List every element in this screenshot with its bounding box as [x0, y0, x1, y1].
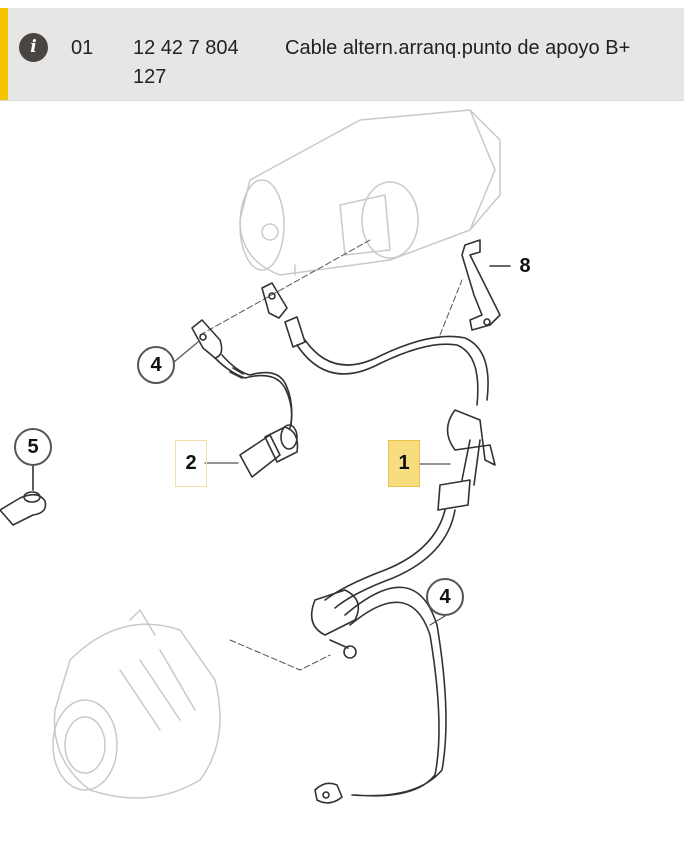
bracket-drawing	[461, 239, 511, 331]
starter-motor-drawing	[239, 109, 501, 276]
callout-4-lower[interactable]: 4	[426, 578, 464, 616]
selection-accent-bar	[0, 8, 8, 100]
callout-8[interactable]: 8	[519, 255, 531, 277]
part-position: 01	[71, 37, 94, 59]
part-description: Cable altern.arranq.punto de apoyo B+	[285, 37, 631, 59]
sensor-drawing	[239, 424, 299, 478]
part-number: 12 42 7 804 127	[133, 37, 239, 88]
callout-2[interactable]: 2	[175, 440, 207, 487]
callout-4-upper[interactable]: 4	[137, 346, 175, 384]
ring-terminal-drawing	[0, 465, 47, 526]
callout-1-selected[interactable]: 1	[388, 440, 420, 487]
part-row[interactable]: i 01 12 42 7 804 127 Cable altern.arranq…	[0, 8, 684, 101]
alternator-drawing	[52, 609, 221, 799]
parts-diagram	[0, 109, 511, 804]
main-cable-drawing	[261, 282, 496, 804]
ground-cable-drawing	[191, 319, 293, 429]
info-icon[interactable]: i	[19, 33, 48, 62]
callout-5[interactable]: 5	[14, 428, 52, 466]
